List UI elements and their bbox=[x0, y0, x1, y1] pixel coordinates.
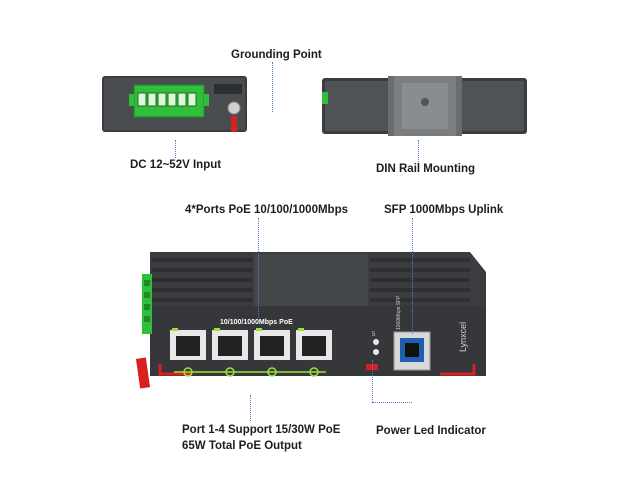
callout-sfp-uplink: SFP 1000Mbps Uplink bbox=[384, 204, 504, 216]
side-view-terminal bbox=[102, 76, 247, 132]
callout-port-support-1: Port 1-4 Support 15/30W PoE bbox=[182, 424, 341, 436]
device-brand: Lynxcel bbox=[458, 322, 468, 352]
rj45-port-icon bbox=[170, 330, 332, 360]
callout-port-support-2: 65W Total PoE Output bbox=[182, 440, 302, 452]
callout-poe-ports: 4*Ports PoE 10/100/1000Mbps bbox=[185, 204, 348, 216]
callout-din-rail: DIN Rail Mounting bbox=[376, 163, 476, 175]
leader-port-support bbox=[250, 395, 251, 421]
leader-poe bbox=[258, 218, 259, 318]
leader-power-led-h bbox=[372, 402, 412, 403]
leader-power-led bbox=[372, 360, 373, 402]
rear-view-din-rail bbox=[322, 76, 527, 136]
callout-dc-input: DC 12~52V Input bbox=[130, 159, 222, 171]
callout-grounding: Grounding Point bbox=[231, 49, 322, 61]
ground-icon bbox=[227, 101, 241, 115]
leader-grounding bbox=[272, 62, 273, 112]
sfp-port-icon bbox=[393, 331, 431, 371]
device-port-label: 10/100/1000Mbps PoE bbox=[220, 319, 293, 326]
switch-front-view: 10/100/1000Mbps PoE Lynxcel 1000Mbps SFP… bbox=[135, 252, 486, 389]
leader-din bbox=[418, 140, 419, 162]
device-led-label: 5 bbox=[372, 332, 376, 338]
din-rail-clip-icon bbox=[388, 76, 462, 136]
leader-sfp bbox=[412, 218, 413, 334]
leader-dc bbox=[175, 140, 176, 158]
callout-power-led: Power Led Indicator bbox=[376, 425, 486, 437]
device-sfp-label: 1000Mbps SFP bbox=[396, 295, 402, 330]
